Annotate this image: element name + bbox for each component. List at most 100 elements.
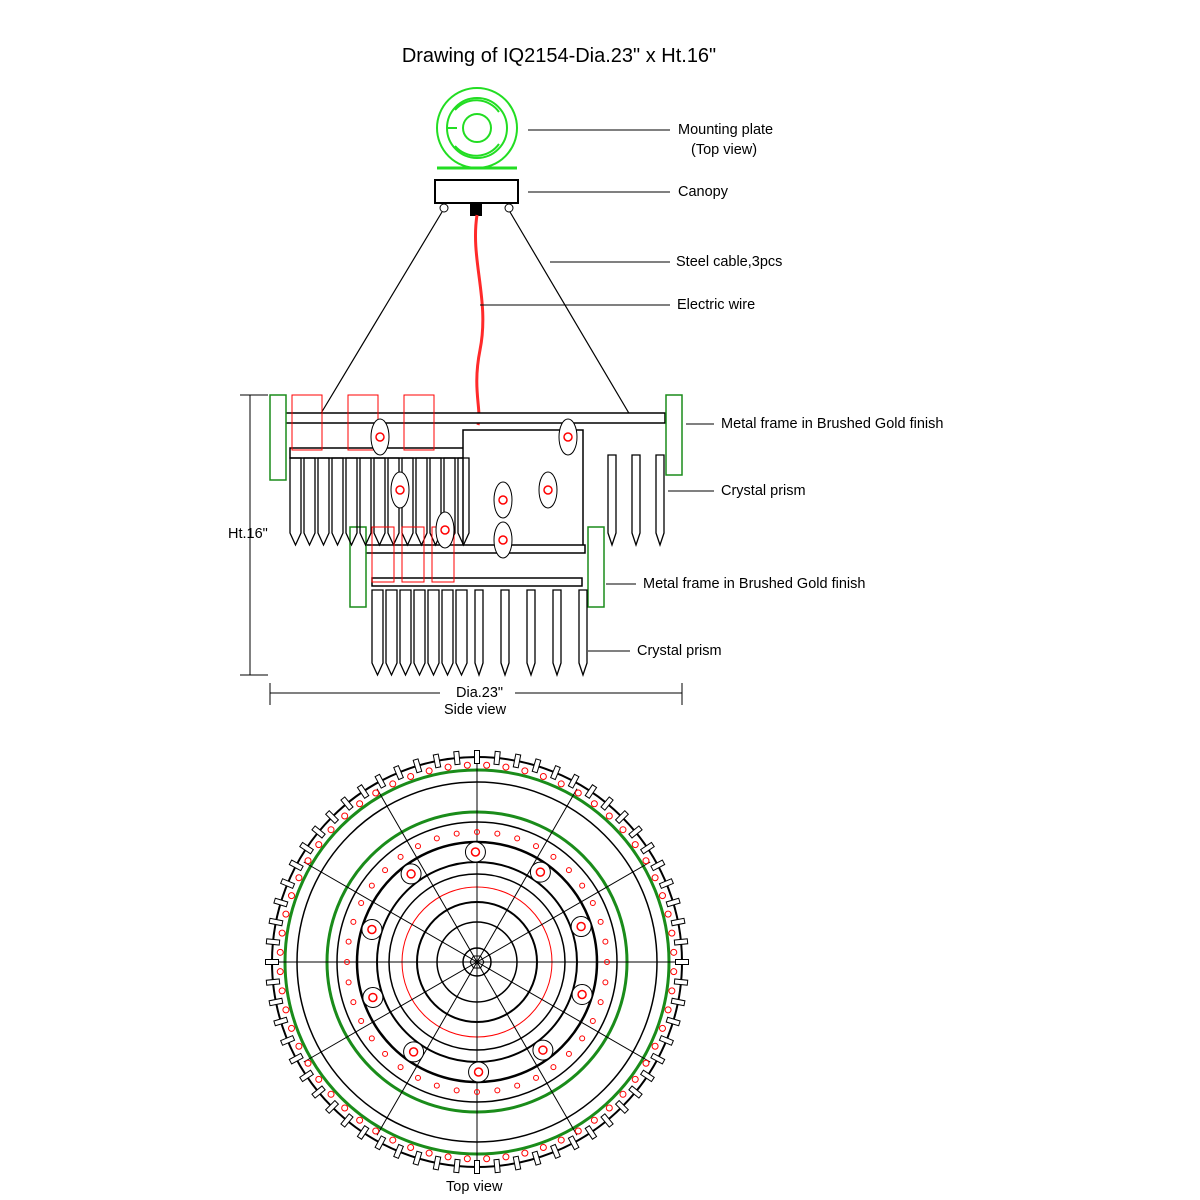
top-view-prism-fill (513, 754, 521, 768)
top-view-prism-fill (433, 754, 441, 768)
label-crystal-prism-upper: Crystal prism (721, 483, 806, 499)
top-view-frame-mark (453, 830, 460, 837)
bulb-icon (493, 521, 513, 559)
bulb-filament (498, 535, 508, 545)
top-view-frame-mark (276, 948, 284, 956)
top-view-frame-mark (597, 918, 604, 925)
top-view-bulb-icon (403, 1041, 425, 1063)
top-view-frame-mark (327, 826, 335, 834)
top-view-prism-fill (413, 1151, 422, 1165)
top-view-prism-fill (666, 1017, 680, 1026)
top-view-bulb-filament (368, 992, 378, 1003)
crystal-prism (385, 589, 398, 677)
top-view-frame-mark (514, 1082, 521, 1089)
label-electric-wire: Electric wire (677, 297, 756, 313)
top-view-prism-fill (281, 879, 294, 888)
top-view-frame-mark (589, 899, 596, 906)
top-view-prism-fill (433, 1156, 441, 1170)
top-view-prism-fill (641, 1070, 654, 1081)
top-view-prism-fill (660, 879, 673, 888)
top-view-prism-fill (266, 979, 280, 985)
bulb-filament (498, 495, 508, 505)
top-view-bulb-filament (538, 1045, 548, 1055)
top-view-prism-fill (454, 1159, 460, 1173)
top-view-frame-mark (295, 874, 303, 882)
top-view-frame-mark (382, 867, 389, 874)
bulb-filament (375, 432, 385, 442)
top-view-frame-mark (282, 910, 290, 918)
crystal-prism (359, 457, 372, 547)
top-view-frame-mark (288, 892, 296, 900)
top-view-prism-fill (274, 1017, 288, 1026)
top-view-frame-mark (282, 1006, 290, 1014)
bulbs (370, 418, 578, 559)
crystal-prism (474, 589, 484, 678)
top-view-prism-fill (413, 759, 422, 773)
top-view-frame-mark (605, 812, 613, 820)
top-view-frame-mark (521, 1149, 529, 1157)
bulb-icon (435, 511, 455, 549)
top-view-frame-mark (425, 767, 433, 775)
top-view-frame-mark (631, 1075, 639, 1083)
top-view-frame-mark (642, 1059, 650, 1067)
bulb-icon (370, 418, 390, 456)
top-view-frame-mark (664, 910, 672, 918)
top-view-frame-mark (631, 841, 639, 849)
top-view-frame-mark (368, 1035, 375, 1042)
top-view-bulb-icon (400, 863, 422, 885)
top-view-bulb-icon (464, 841, 486, 863)
top-view-frame-mark (341, 812, 349, 820)
metal-frame-panel (371, 526, 395, 583)
top-view-frame-mark (345, 938, 352, 945)
top-view-frame-mark (597, 999, 604, 1006)
top-view-frame-mark (574, 789, 582, 797)
top-view-prism-fill (569, 774, 579, 788)
top-view-frame-mark (444, 763, 452, 771)
top-view-prism-fill (674, 939, 688, 945)
top-view-frame-mark (533, 1074, 540, 1081)
top-view-frame-mark (288, 1024, 296, 1032)
crystal-prism (415, 457, 428, 547)
top-view-frame-mark (539, 773, 547, 781)
top-view-prism-fill (651, 860, 665, 870)
top-view-frame-mark (345, 979, 352, 986)
bulb-icon (390, 471, 410, 509)
top-view-bulb-filament (576, 921, 586, 932)
top-view-prism-fill (494, 1159, 500, 1173)
crystal-prism (373, 457, 386, 547)
top-view-prism-fill (660, 1036, 673, 1045)
crystal-prism (401, 457, 414, 547)
top-view-frame-mark (276, 968, 284, 976)
metal-frame-panel (403, 394, 435, 451)
top-view-frame-mark (295, 1042, 303, 1050)
top-view-prism-fill (394, 1145, 403, 1158)
top-view-frame-mark (539, 1143, 547, 1151)
top-view-frame-mark (304, 1059, 312, 1067)
top-view-frame-mark (350, 918, 357, 925)
top-view-bulb-icon (570, 916, 592, 938)
top-view-frame-mark (278, 929, 286, 937)
top-view-prism-fill (674, 979, 688, 985)
top-view-frame-mark (425, 1149, 433, 1157)
label-metal-frame-upper: Metal frame in Brushed Gold finish (721, 416, 944, 432)
top-view-frame-mark (358, 1018, 365, 1025)
top-view-frame-mark (658, 1024, 666, 1032)
top-view-frame-mark (590, 1116, 598, 1124)
top-view-frame-mark (670, 968, 678, 976)
top-view-frame-mark (514, 835, 521, 842)
top-view-frame-mark (579, 882, 586, 889)
crystal-prism (303, 457, 316, 547)
top-view-frame-mark (278, 987, 286, 995)
top-view-prism-fill (629, 826, 642, 838)
top-view-frame-mark (602, 979, 609, 986)
top-view-frame-mark (574, 1127, 582, 1135)
top-view-prism-fill (629, 1086, 642, 1098)
top-view-prism-fill (312, 1086, 325, 1098)
top-view-prism-fill (551, 1145, 560, 1158)
top-view-frame-mark (397, 853, 404, 860)
top-view-bulb-filament (535, 867, 546, 877)
top-view-frame-mark (619, 1090, 627, 1098)
top-view-frame-mark (668, 987, 676, 995)
top-view-prism-fill (300, 843, 313, 854)
top-view-prism-fill (289, 860, 303, 870)
